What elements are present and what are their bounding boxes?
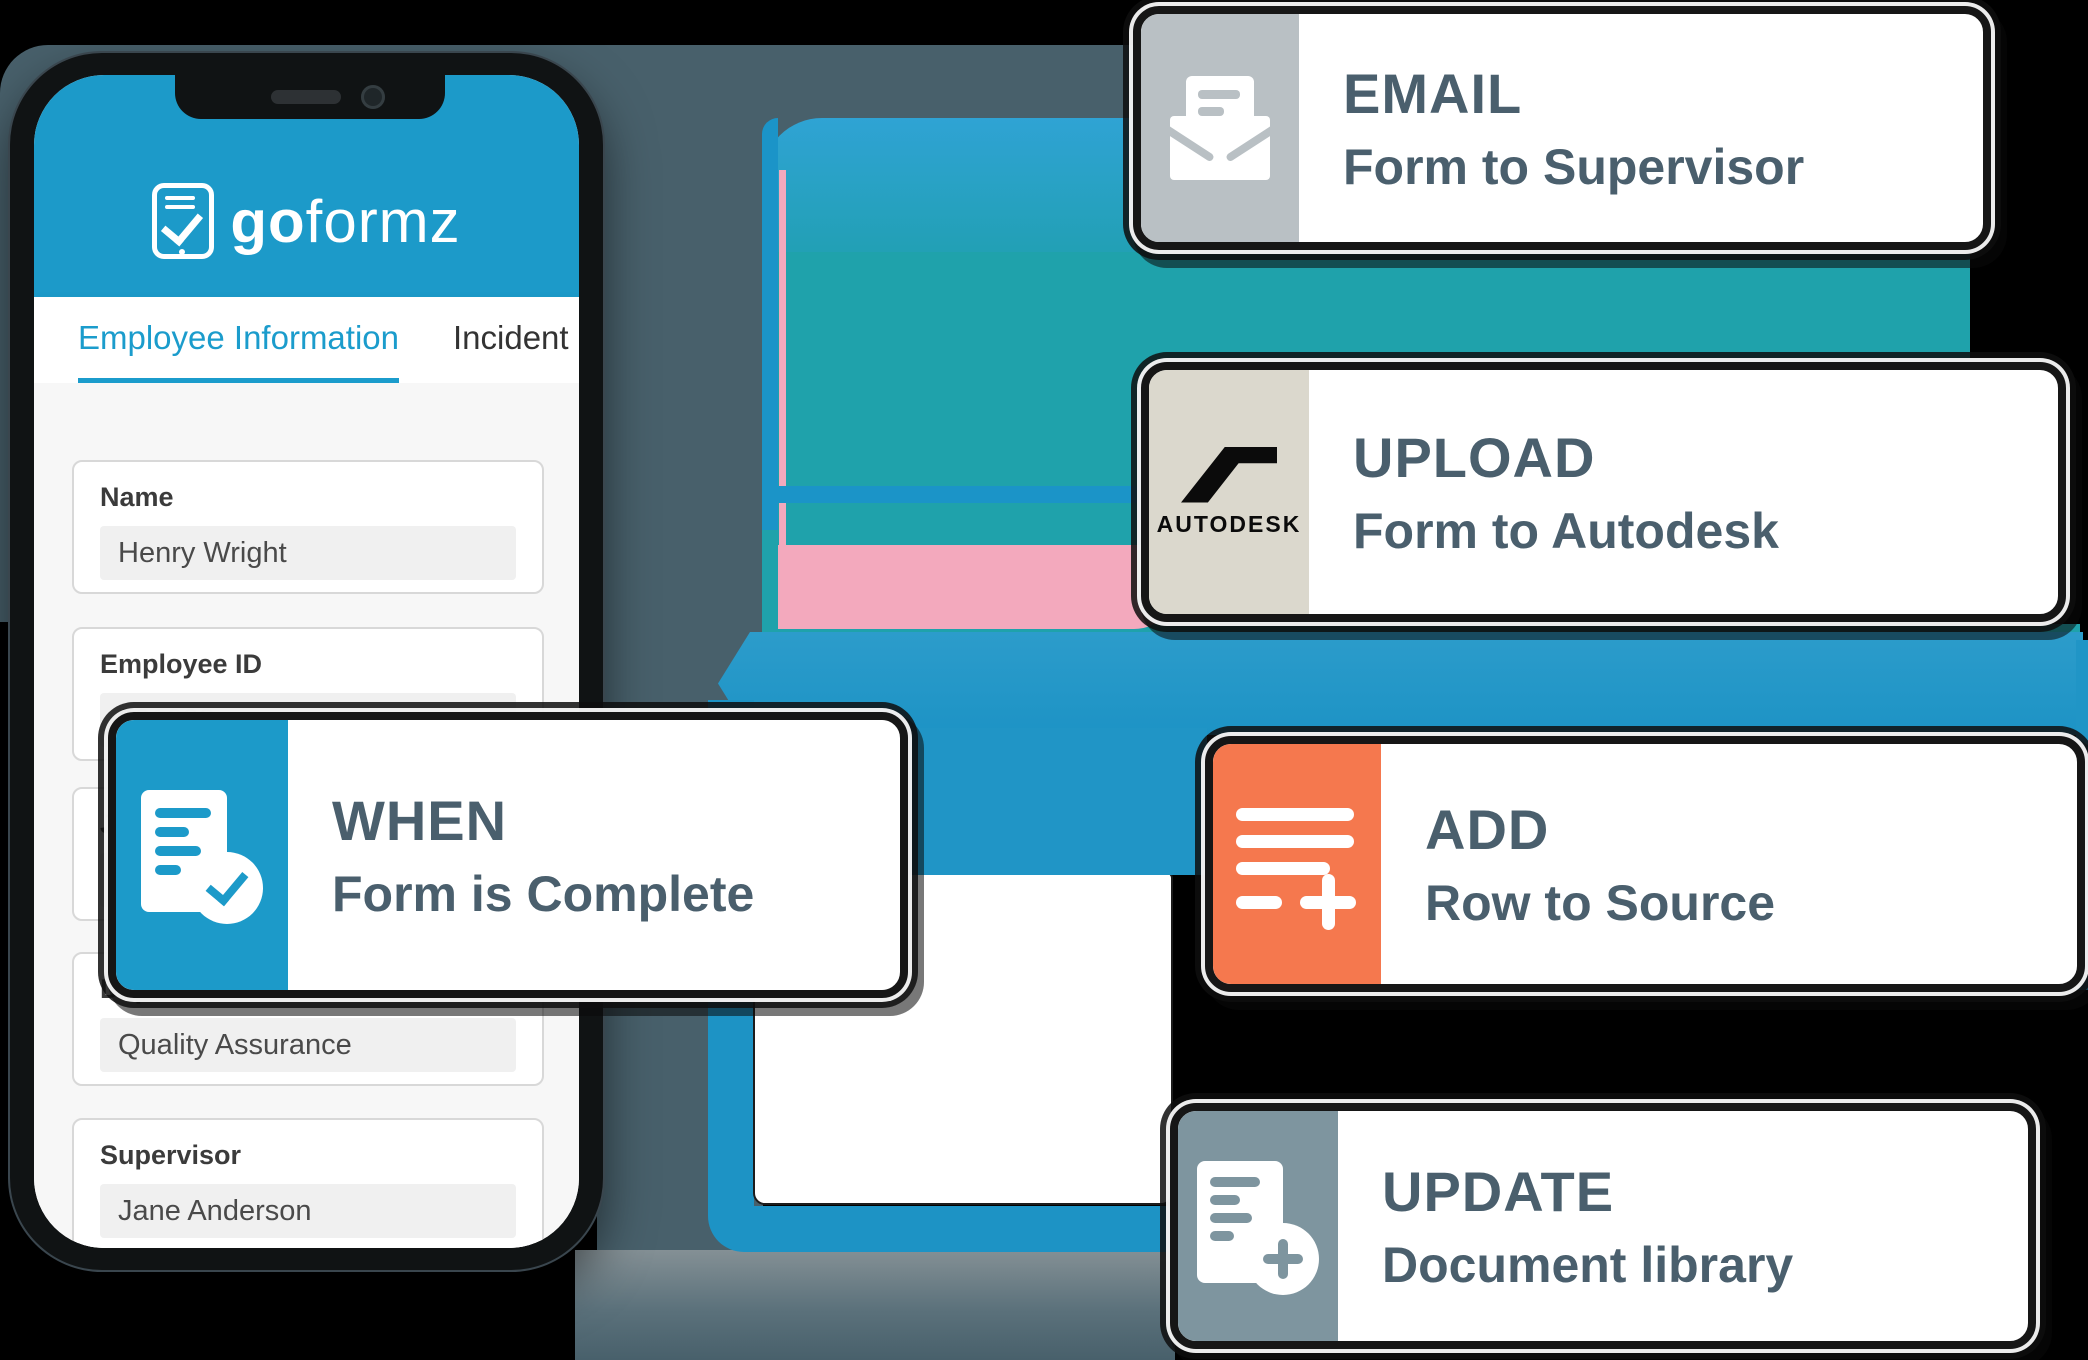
pink-pipe-line: [779, 170, 786, 550]
speaker-grille: [271, 90, 341, 104]
email-title: EMAIL: [1343, 61, 1523, 125]
when-trigger-card: WHEN Form is Complete: [108, 712, 908, 998]
app-header: goformz: [34, 75, 579, 297]
blue-pipe-to-add: [905, 847, 1207, 875]
blue-pipe-inner: [764, 486, 1154, 503]
upload-title: UPLOAD: [1353, 425, 1596, 489]
add-row-icon: [1236, 808, 1358, 930]
blue-pipe-to-email: [762, 118, 1140, 252]
slate-bottom-band: [575, 1250, 1175, 1360]
goformz-wordmark: goformz: [230, 187, 461, 255]
pink-pipe-band: [778, 545, 1178, 629]
update-title: UPDATE: [1382, 1159, 1615, 1223]
blue-pipe-outline: [762, 118, 778, 530]
blue-arrow-band: [718, 632, 2083, 735]
update-icon-panel: [1178, 1111, 1338, 1341]
goformz-logo: goformz: [152, 183, 460, 259]
email-envelope-icon: [1170, 76, 1270, 180]
field-label: Supervisor: [100, 1140, 242, 1170]
phone-notch: [175, 75, 445, 119]
action-card-email: EMAIL Form to Supervisor: [1133, 6, 1991, 250]
tab-incident-information[interactable]: Incident Information: [453, 318, 579, 356]
blue-pipe-to-update: [708, 1206, 1173, 1252]
document-plus-icon: [1197, 1161, 1319, 1295]
email-subtitle: Form to Supervisor: [1343, 138, 1805, 195]
email-icon-panel: [1141, 14, 1299, 242]
when-icon-panel: [116, 720, 288, 990]
field-label: Name: [100, 482, 174, 512]
action-card-update: UPDATE Document library: [1170, 1103, 2036, 1349]
tab-employee-information[interactable]: Employee Information: [78, 297, 399, 383]
field-supervisor: Supervisor Jane Anderson: [72, 1118, 544, 1248]
add-icon-panel: [1213, 744, 1381, 984]
department-input[interactable]: Quality Assurance: [100, 1018, 516, 1072]
field-label: Employee ID: [100, 649, 263, 679]
field-name: Name Henry Wright: [72, 460, 544, 594]
when-title: WHEN: [332, 788, 508, 852]
upload-subtitle: Form to Autodesk: [1353, 502, 1779, 559]
action-card-add: ADD Row to Source: [1205, 736, 2085, 992]
autodesk-logo-text: AUTODESK: [1156, 510, 1302, 537]
phone-mockup: goformz Employee Information Incident In…: [10, 53, 603, 1270]
supervisor-input[interactable]: Jane Anderson: [100, 1184, 516, 1238]
add-subtitle: Row to Source: [1425, 874, 1776, 931]
autodesk-logo-icon: [1181, 446, 1277, 503]
front-camera: [361, 85, 385, 109]
upload-icon-panel: AUTODESK: [1149, 370, 1309, 614]
form-complete-icon: [141, 790, 263, 924]
when-subtitle: Form is Complete: [332, 865, 755, 922]
name-input[interactable]: Henry Wright: [100, 526, 516, 580]
tab-bar: Employee Information Incident Informatio…: [34, 297, 579, 383]
goformz-tablet-icon: [152, 183, 215, 259]
add-title: ADD: [1425, 797, 1550, 861]
action-card-upload: AUTODESK UPLOAD Form to Autodesk: [1141, 362, 2066, 622]
phone-screen: goformz Employee Information Incident In…: [34, 75, 579, 1248]
update-subtitle: Document library: [1382, 1236, 1794, 1293]
